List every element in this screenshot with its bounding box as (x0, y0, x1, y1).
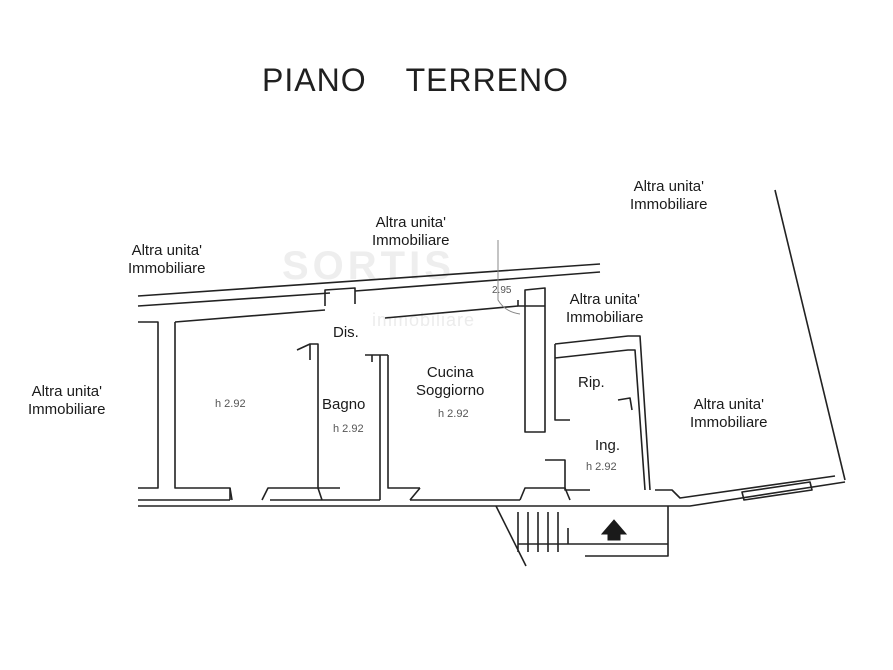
rip-door (617, 397, 633, 411)
dimension-label: 2.95 (492, 285, 512, 296)
cucina-height: h 2.92 (438, 408, 469, 420)
neighbor-line1: Altra unita' (131, 242, 202, 259)
neighbor-line1: Altra unita' (569, 291, 640, 308)
room-dis: Dis. (333, 324, 359, 341)
room-bagno: Bagno (322, 396, 366, 413)
neighbor-mid-right: Altra unita' Immobiliare (566, 291, 644, 328)
central-top-wall (384, 305, 519, 319)
room-cucina-line1: Cucina (426, 364, 474, 381)
room-rip: Rip. (578, 374, 605, 391)
room-cucina-line2: Soggiorno (416, 382, 485, 400)
entrance-arrow-icon (600, 519, 628, 541)
right-window (741, 481, 813, 501)
watermark-subtitle: immobiliare (372, 310, 476, 330)
bagno-height: h 2.92 (333, 423, 364, 435)
neighbor-line1: Altra unita' (31, 383, 102, 400)
bottom-pillar-3 (519, 487, 571, 501)
entrance-stairs (495, 505, 669, 567)
neighbor-top-center: Altra unita' Immobiliare (372, 214, 450, 251)
neighbor-line1: Altra unita' (375, 214, 446, 231)
right-slanted-wall (774, 189, 846, 481)
neighbor-right: Altra unita' Immobiliare (690, 396, 768, 433)
ing-height: h 2.92 (586, 461, 617, 473)
neighbor-line2: Immobiliare (128, 260, 206, 278)
left-wall (138, 321, 159, 489)
neighbor-line1: Altra unita' (693, 396, 764, 413)
neighbor-line2: Immobiliare (690, 414, 768, 432)
rip-walls (554, 335, 651, 491)
top-niche (324, 287, 356, 306)
bottom-wall (138, 499, 650, 507)
neighbor-line2: Immobiliare (28, 401, 106, 419)
neighbor-line1: Altra unita' (633, 178, 704, 195)
neighbor-line2: Immobiliare (372, 232, 450, 250)
bottom-pillar-1 (229, 487, 323, 501)
bottom-pillar-2 (379, 487, 421, 501)
room-cucina-soggiorno: Cucina Soggiorno (416, 364, 484, 401)
room-ing: Ing. (595, 437, 621, 454)
right-facade (650, 475, 846, 507)
left-room-wall (174, 309, 326, 501)
neighbor-top-right: Altra unita' Immobiliare (630, 178, 708, 215)
ing-pillar (545, 459, 590, 491)
neighbor-line2: Immobiliare (630, 196, 708, 214)
corner-wall (517, 287, 546, 433)
bagno-left-wall (296, 343, 340, 489)
neighbor-left: Altra unita' Immobiliare (28, 383, 106, 420)
bagno-right-wall (365, 354, 420, 489)
neighbor-line2: Immobiliare (566, 309, 644, 327)
dimension-arc (497, 240, 521, 315)
neighbor-top-left: Altra unita' Immobiliare (128, 242, 206, 279)
top-wall (137, 263, 601, 307)
left-room-height: h 2.92 (215, 398, 246, 410)
page-title: PIANO TERRENO (262, 62, 570, 98)
